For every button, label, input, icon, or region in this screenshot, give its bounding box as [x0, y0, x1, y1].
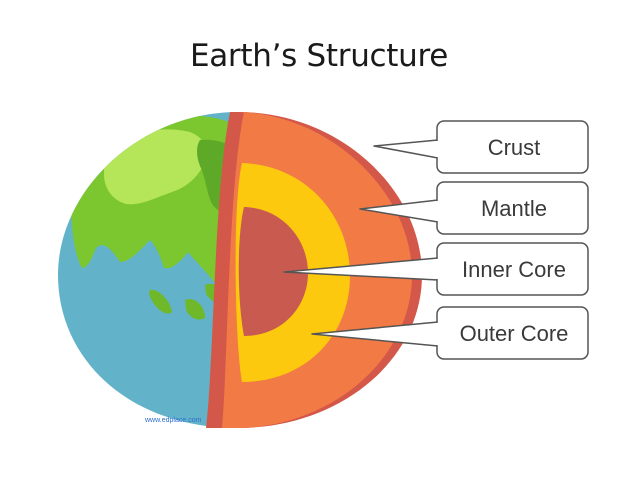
island [149, 289, 172, 314]
land-highlight [104, 129, 207, 205]
label-mantle-text: Mantle [481, 196, 547, 221]
label-crust-text: Crust [488, 135, 541, 160]
inner-core-layer [238, 207, 308, 336]
pointers [283, 139, 439, 347]
label-inner-core: Inner Core [435, 242, 589, 296]
inner-core-pointer [283, 257, 439, 281]
outer-core-pointer [311, 321, 439, 347]
mantle-pointer [359, 199, 439, 223]
diagram-title: Earth’s Structure [189, 38, 449, 74]
label-inner-core-text: Inner Core [462, 257, 566, 282]
label-mantle: Mantle [435, 181, 589, 235]
crust-pointer [373, 139, 439, 159]
watermark: www.edplace.com [144, 417, 202, 424]
label-outer-core: Outer Core [435, 306, 589, 360]
label-outer-core-text: Outer Core [460, 321, 569, 346]
island-2 [185, 299, 205, 320]
label-crust: Crust [435, 120, 589, 174]
